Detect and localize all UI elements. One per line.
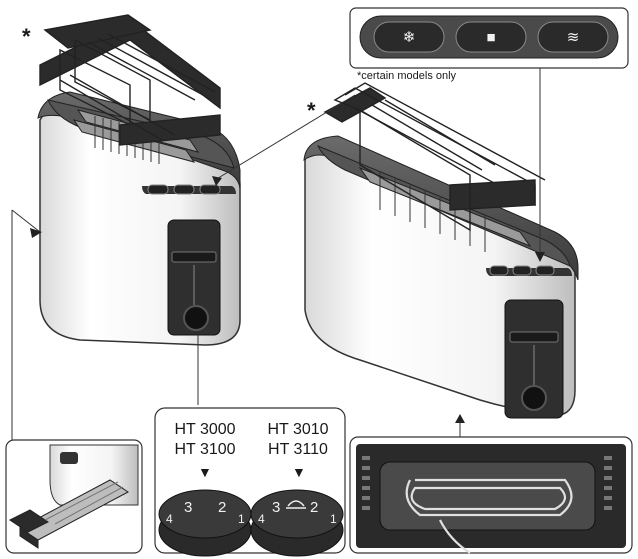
left-model-label-1: HT 3000 (174, 421, 236, 438)
right-model-label-2: HT 3110 (268, 441, 328, 458)
left-dial-number-4: 4 (166, 512, 173, 526)
left-rack-asterisk: * (22, 24, 31, 49)
left-toaster-buttons (147, 184, 221, 195)
right-toaster-buttons (489, 265, 555, 276)
right-dial-pointer: ▼ (292, 464, 306, 480)
left-dial-number-1: 1 (238, 512, 245, 526)
right-dial-number-4: 4 (258, 512, 265, 526)
certain-models-note: *certain models only (357, 70, 457, 82)
left-dial: 4 3 2 1 (158, 489, 252, 557)
right-dial-number-2: 2 (310, 499, 318, 516)
left-warming-rack (39, 14, 221, 146)
right-model-label-1: HT 3010 (267, 421, 329, 438)
cord-storage-detail (349, 436, 633, 554)
leader-lines (11, 68, 541, 440)
right-dial-number-1: 1 (330, 512, 337, 526)
right-warming-rack (323, 82, 546, 232)
defrost-bagel-icon (286, 500, 306, 509)
stop-icon: ■ (486, 29, 495, 46)
right-dial-number-3: 3 (272, 499, 280, 516)
right-rack-asterisk: * (307, 98, 316, 123)
power-cord (405, 478, 573, 554)
left-model-label-2: HT 3100 (174, 441, 236, 458)
left-dial-number-2: 2 (218, 499, 226, 516)
crumb-tray-detail (5, 439, 143, 554)
dial-panel: 4 3 2 1 4 3 2 1 (154, 407, 346, 557)
heat-waves-icon: ≋ (567, 29, 580, 46)
left-dial-pointer: ▼ (198, 464, 212, 480)
button-strip-callout: ❄ ■ ≋ (349, 7, 629, 69)
vent-slots (362, 456, 612, 510)
right-toaster (303, 135, 579, 419)
left-dial-number-3: 3 (184, 499, 192, 516)
right-dial: 4 3 2 1 (250, 489, 344, 557)
snowflake-icon: ❄ (403, 29, 416, 46)
